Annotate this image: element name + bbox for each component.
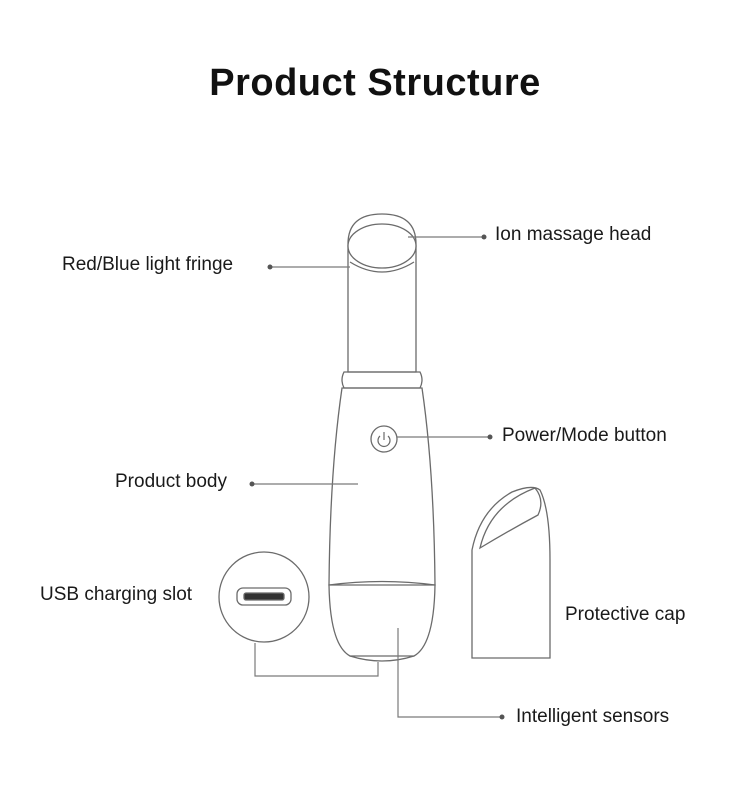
label-usb-charging-slot: USB charging slot	[40, 584, 193, 605]
label-product-body: Product body	[115, 471, 227, 492]
sensor-section	[328, 580, 436, 657]
usb-port-inner	[243, 592, 285, 601]
label-power-mode-button: Power/Mode button	[502, 425, 667, 446]
page-title: Product Structure	[209, 62, 541, 104]
neck-ring	[341, 371, 423, 389]
power-button	[370, 425, 398, 453]
label-red-blue-light-fringe: Red/Blue light fringe	[62, 254, 234, 275]
ion-massage-head	[347, 223, 417, 269]
cap-opening	[479, 487, 542, 550]
base-rim	[349, 655, 415, 662]
protective-cap	[471, 486, 551, 659]
usb-zoom-circle	[218, 551, 310, 643]
power-icon	[377, 435, 391, 447]
usb-port	[236, 587, 292, 606]
label-protective-cap: Protective cap	[565, 604, 686, 625]
label-intelligent-sensors: Intelligent sensors	[516, 706, 670, 727]
product-body-outline	[328, 387, 436, 586]
label-ion-massage-head: Ion massage head	[495, 224, 652, 245]
light-fringe-ring	[349, 261, 415, 273]
